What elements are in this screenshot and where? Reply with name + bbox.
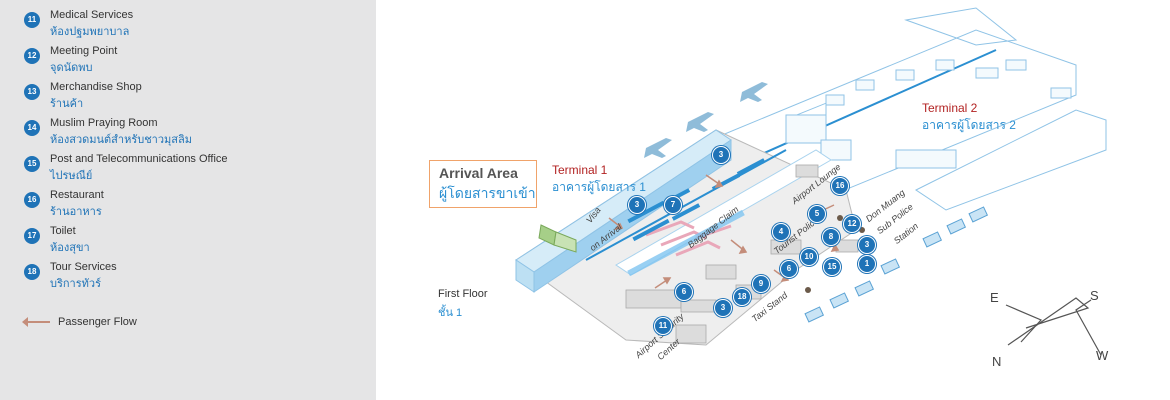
passenger-flow-label: Passenger Flow	[58, 316, 137, 328]
map-pin[interactable]: 11	[654, 317, 672, 335]
legend-label-en: Toilet	[50, 225, 76, 237]
legend-label-th: ร้านอาหาร	[50, 206, 102, 218]
terminal-1-building	[515, 129, 857, 346]
map-pin[interactable]: 15	[823, 258, 841, 276]
location-dots	[805, 215, 865, 293]
legend-label-th: จุดนัดพบ	[50, 62, 93, 74]
map-pin[interactable]: 6	[675, 283, 693, 301]
legend-label-en: Merchandise Shop	[50, 81, 142, 93]
vehicle-icons	[804, 206, 989, 323]
terminal-2-gates	[785, 59, 1072, 169]
floor-label-th: ชั้น 1	[438, 307, 463, 319]
compass-north-label: N	[992, 354, 1002, 369]
arrival-area-title: Arrival Area	[439, 165, 518, 181]
legend-number-badge: 15	[24, 156, 40, 172]
map-pin[interactable]: 8	[822, 228, 840, 246]
legend-label-en: Medical Services	[50, 9, 134, 21]
legend-number-badge: 14	[24, 120, 40, 136]
legend-label-th: บริการทัวร์	[50, 278, 101, 290]
terminal-2-label: Terminal 2	[922, 101, 978, 115]
legend-label-th: ห้องปฐมพยาบาล	[50, 26, 130, 38]
legend-label-en: Meeting Point	[50, 45, 118, 57]
terminal-isometric-drawing	[515, 7, 1107, 356]
legend-label-en: Post and Telecommunications Office	[50, 153, 228, 165]
map-pin[interactable]: 5	[808, 205, 826, 223]
legend-panel: 11 Medical Services ห้องปฐมพยาบาล 12 Mee…	[0, 0, 376, 400]
legend-label-th: ไปรษณีย์	[50, 170, 93, 182]
terminal-2-label-th: อาคารผู้โดยสาร 2	[922, 118, 1016, 132]
legend-number-badge: 17	[24, 228, 40, 244]
map-pin[interactable]: 3	[714, 299, 732, 317]
floor-label: First Floor	[438, 288, 488, 300]
terminal-map: Arrival Area ผู้โดยสารขาเข้า Terminal 1 …	[376, 0, 1170, 400]
legend-number-badge: 18	[24, 264, 40, 280]
compass-rose	[1005, 297, 1102, 356]
aircraft-icons	[644, 82, 768, 158]
legend-label-th: ห้องสวดมนต์สำหรับชาวมุสลิม	[50, 134, 192, 146]
compass-west-label: W	[1096, 348, 1109, 363]
compass-east-label: E	[990, 290, 999, 305]
map-pin[interactable]: 1	[858, 255, 876, 273]
legend-number-badge: 16	[24, 192, 40, 208]
compass-south-label: S	[1090, 288, 1099, 303]
map-pin[interactable]: 18	[733, 288, 751, 306]
map-pin[interactable]: 3	[628, 196, 646, 214]
arrival-area-title-th: ผู้โดยสารขาเข้า	[439, 185, 536, 201]
legend-label-th: ห้องสุขา	[50, 242, 90, 254]
arrival-hall-chairs	[627, 209, 745, 277]
map-pin[interactable]: 9	[752, 275, 770, 293]
map-pin[interactable]: 4	[772, 223, 790, 241]
legend-number-badge: 12	[24, 48, 40, 64]
map-pin[interactable]: 3	[712, 146, 730, 164]
map-pin[interactable]: 6	[780, 260, 798, 278]
terminal-1-label: Terminal 1	[552, 163, 608, 177]
map-pin[interactable]: 16	[831, 177, 849, 195]
map-pin[interactable]: 3	[858, 236, 876, 254]
passenger-flow-arrow-icon	[22, 317, 50, 327]
legend-number-badge: 13	[24, 84, 40, 100]
legend-label-en: Restaurant	[50, 189, 104, 201]
map-pin[interactable]: 12	[843, 215, 861, 233]
legend-number-badge: 11	[24, 12, 40, 28]
arrival-area-box: Arrival Area ผู้โดยสารขาเข้า	[429, 160, 537, 208]
terminal-1-label-th: อาคารผู้โดยสาร 1	[552, 180, 646, 194]
map-pin[interactable]: 7	[664, 196, 682, 214]
legend-label-th: ร้านค้า	[50, 98, 84, 110]
legend-label-en: Tour Services	[50, 261, 117, 273]
map-pin[interactable]: 10	[800, 248, 818, 266]
legend-label-en: Muslim Praying Room	[50, 117, 158, 129]
